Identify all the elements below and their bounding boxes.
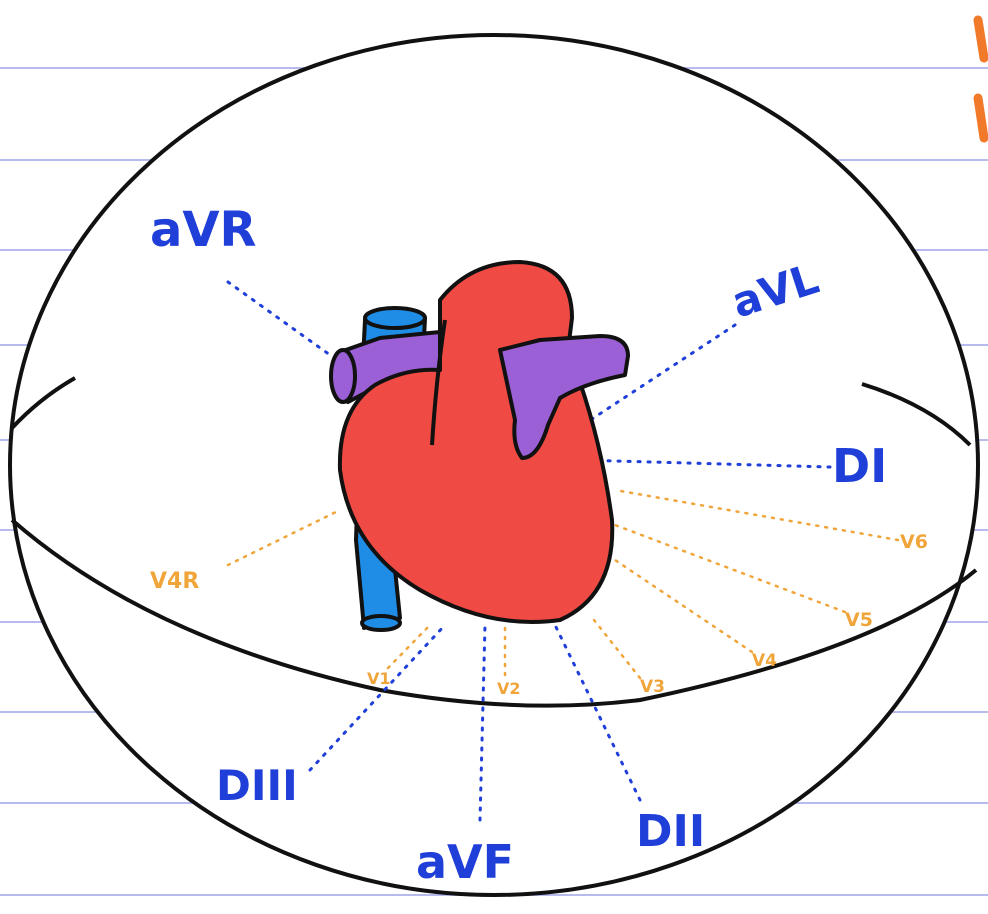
- v4r-label: V4R: [150, 569, 199, 594]
- margin-mark: [978, 20, 984, 58]
- margin-marks: [978, 20, 984, 138]
- margin-mark: [978, 98, 984, 138]
- vena-cava-top: [365, 308, 425, 328]
- d2-label: DII: [636, 806, 705, 857]
- d1-label: DI: [832, 439, 887, 493]
- v5-label: V5: [845, 609, 873, 631]
- vena-cava-bottom: [362, 616, 400, 630]
- avr-label: aVR: [150, 202, 257, 258]
- avf-label: aVF: [416, 835, 514, 889]
- v4-label: V4: [752, 651, 777, 671]
- d3-label: DIII: [216, 761, 298, 810]
- v2-label: V2: [497, 679, 521, 698]
- v3-label: V3: [640, 677, 665, 697]
- v1-label: V1: [367, 669, 391, 688]
- v6-label: V6: [900, 531, 928, 553]
- pulmonary-vessel-left-end: [331, 350, 355, 402]
